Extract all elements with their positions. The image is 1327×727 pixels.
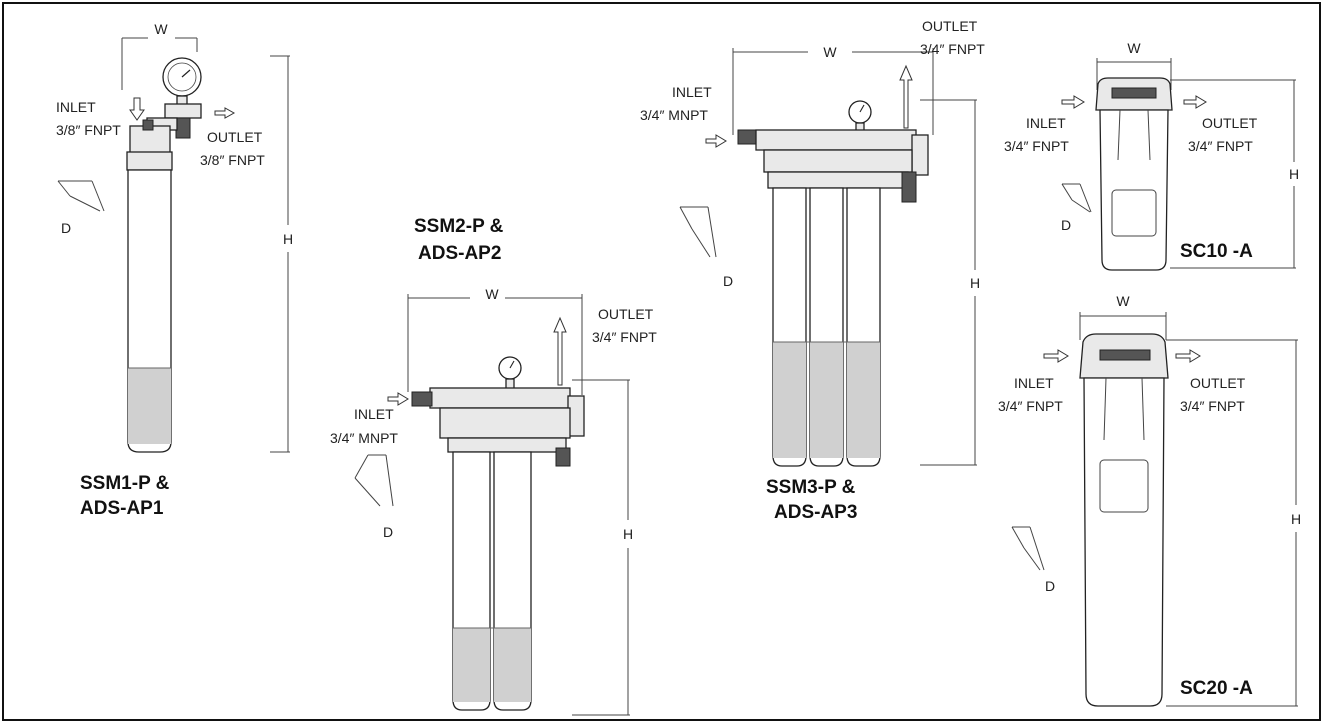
model-name-line2: ADS-AP2 xyxy=(418,243,501,264)
unit-sc20: W H D INLET 3/4″ FNPT OUTLET 3/4″ FNPT S… xyxy=(998,293,1301,707)
model-name-line2: ADS-AP3 xyxy=(774,502,857,523)
filter-head xyxy=(129,125,171,157)
inlet-size: 3/8″ FNPT xyxy=(56,122,121,138)
height-label: H xyxy=(970,275,980,291)
outlet-label: OUTLET xyxy=(922,18,978,34)
width-label: W xyxy=(1116,293,1130,309)
inlet-arrow-icon xyxy=(705,134,727,148)
unit-ssm3: W H D INLET 3/4″ MN xyxy=(640,18,985,523)
model-name: SC20 -A xyxy=(1180,678,1253,699)
inlet-arrow-icon xyxy=(1043,349,1069,363)
inlet-size: 3/4″ FNPT xyxy=(1004,138,1069,154)
outlet-label: OUTLET xyxy=(1202,115,1258,131)
unit-ssm1: W H D INLET 3/8″ FNPT xyxy=(56,21,293,519)
inlet-label: INLET xyxy=(354,406,394,422)
inlet-label: INLET xyxy=(1026,115,1066,131)
outlet-size: 3/4″ FNPT xyxy=(1180,398,1245,414)
height-label: H xyxy=(283,231,293,247)
outlet-size: 3/8″ FNPT xyxy=(200,152,265,168)
outlet-arrow-icon xyxy=(899,64,913,129)
model-name-line1: SSM1-P & xyxy=(80,473,170,494)
inlet-size: 3/4″ MNPT xyxy=(640,107,708,123)
manifold-block xyxy=(164,103,202,119)
inlet-label: INLET xyxy=(1014,375,1054,391)
depth-label: D xyxy=(1061,217,1071,233)
depth-label: D xyxy=(723,273,733,289)
width-label: W xyxy=(1127,40,1141,56)
height-label: H xyxy=(1289,166,1299,182)
unit-sc10: W H D INLET 3/4″ FNPT OUTLET 3/4″ FNPT S… xyxy=(1004,40,1299,271)
depth-label: D xyxy=(383,524,393,540)
manifold-block xyxy=(755,129,917,151)
unit-ssm2: W H D INLET 3/4″ MNPT OUT xyxy=(330,216,657,716)
manifold-block xyxy=(429,387,571,409)
inlet-arrow-icon xyxy=(387,392,409,406)
height-label: H xyxy=(1291,511,1301,527)
outlet-arrow-icon xyxy=(553,316,567,386)
height-label: H xyxy=(623,526,633,542)
outlet-arrow-icon xyxy=(1175,349,1201,363)
inlet-arrow-icon xyxy=(129,97,145,121)
depth-label: D xyxy=(61,220,71,236)
inlet-label: INLET xyxy=(672,84,712,100)
outlet-size: 3/4″ FNPT xyxy=(1188,138,1253,154)
inlet-size: 3/4″ MNPT xyxy=(330,430,398,446)
depth-label: D xyxy=(1045,578,1055,594)
model-name-line1: SSM2-P & xyxy=(414,216,504,237)
model-name: SC10 -A xyxy=(1180,241,1253,262)
outlet-size: 3/4″ FNPT xyxy=(920,41,985,57)
inlet-size: 3/4″ FNPT xyxy=(998,398,1063,414)
width-label: W xyxy=(485,286,499,302)
outlet-label: OUTLET xyxy=(207,129,263,145)
inlet-arrow-icon xyxy=(1061,95,1085,109)
filter-housing xyxy=(1083,377,1165,707)
model-name-line2: ADS-AP1 xyxy=(80,498,164,519)
outlet-label: OUTLET xyxy=(598,306,654,322)
outlet-arrow-icon xyxy=(214,107,236,119)
width-label: W xyxy=(154,21,168,37)
outlet-size: 3/4″ FNPT xyxy=(592,329,657,345)
model-name-line1: SSM3-P & xyxy=(766,477,856,498)
width-label: W xyxy=(823,44,837,60)
outlet-arrow-icon xyxy=(1183,95,1207,109)
outlet-label: OUTLET xyxy=(1190,375,1246,391)
inlet-label: INLET xyxy=(56,99,96,115)
